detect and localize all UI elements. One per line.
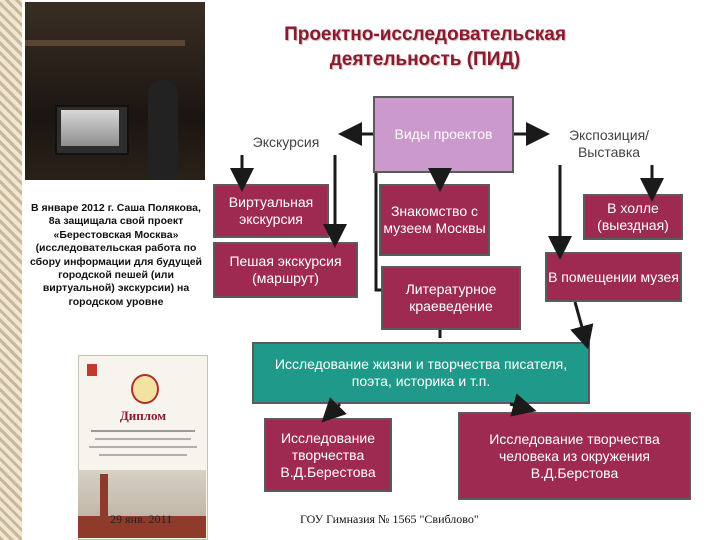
node-project-types-label: Виды проектов	[394, 126, 493, 142]
node-virtual-excursion-label: Виртуальная экскурсия	[228, 194, 314, 227]
arrow-museum-room-to-life	[570, 301, 594, 350]
node-environment-research-label: Исследование творчества человека из окру…	[489, 430, 660, 481]
page-title: Проектно-исследовательская деятельность …	[215, 22, 635, 72]
title-line-2: деятельность (ПИД)	[329, 49, 521, 70]
arrow-life-to-berestov	[321, 397, 347, 423]
coat-of-arms-icon	[87, 364, 97, 376]
node-hall: В холле (выездная)	[583, 194, 683, 240]
kremlin-wall	[78, 516, 206, 538]
kremlin-picture	[78, 470, 206, 538]
arrow-life-to-environment	[509, 393, 537, 417]
decorative-side-strip	[0, 0, 22, 540]
node-walking-excursion: Пешая экскурсия (маршрут)	[213, 242, 358, 298]
diploma-date: 29 янв. 2011	[110, 512, 173, 526]
node-museum-room-label: В помещении музея	[548, 268, 679, 285]
node-life-research-label: Исследование жизни и творчества писателя…	[274, 356, 568, 389]
node-museum-intro-label: Знакомство с музеем Москвы	[383, 203, 486, 236]
diploma-text-line	[99, 454, 187, 456]
diploma-emblem-icon	[131, 374, 159, 404]
node-literary-local: Литературное краеведение	[381, 266, 521, 330]
node-environment-research: Исследование творчества человека из окру…	[458, 412, 691, 500]
diploma-text-line	[95, 438, 191, 440]
node-walking-excursion-label: Пешая экскурсия (маршрут)	[229, 253, 342, 286]
diploma-text-line	[91, 430, 195, 432]
node-berestov-research-label: Исследование творчества В.Д.Берестова	[280, 429, 376, 480]
node-museum-intro: Знакомство с музеем Москвы	[379, 184, 490, 256]
photo-tv-screen	[61, 110, 119, 146]
node-literary-local-label: Литературное краеведение	[405, 281, 497, 314]
node-exposition: Экспозиция/ Выставка	[568, 127, 650, 160]
diploma-heading: Диплом	[119, 408, 167, 423]
photo-shelf	[25, 40, 185, 46]
node-museum-room: В помещении музея	[545, 252, 682, 302]
project-caption: В январе 2012 г. Саша Полякова, 8а защищ…	[29, 202, 202, 308]
kremlin-tower	[100, 474, 108, 518]
node-virtual-excursion: Виртуальная экскурсия	[213, 184, 329, 238]
arrow-types-to-literary	[374, 173, 381, 292]
node-hall-label: В холле (выездная)	[597, 200, 669, 233]
photo-presenter	[148, 80, 178, 180]
node-excursion: Экскурсия	[252, 134, 320, 150]
title-line-1: Проектно-исследовательская	[284, 24, 566, 45]
node-berestov-research: Исследование творчества В.Д.Берестова	[264, 418, 392, 492]
school-footer: ГОУ Гимназия № 1565 "Свиблово"	[300, 512, 479, 526]
diploma-text-line	[89, 446, 197, 448]
